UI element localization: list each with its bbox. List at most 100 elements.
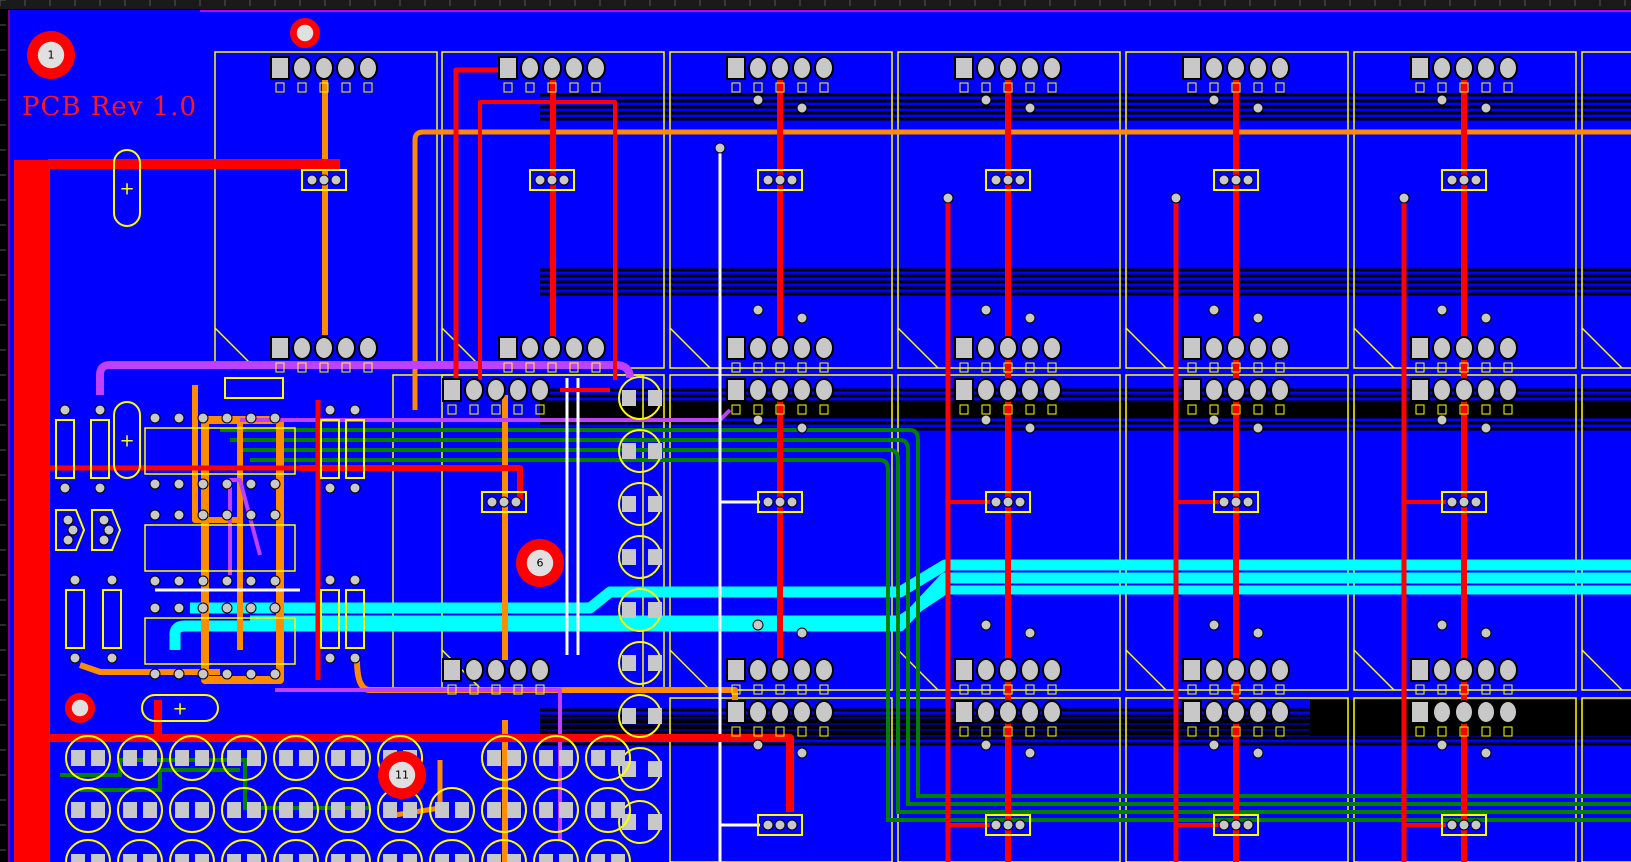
pad[interactable]: [591, 750, 605, 766]
pad[interactable]: [1498, 658, 1518, 682]
via[interactable]: [62, 534, 74, 546]
via[interactable]: [221, 412, 233, 424]
pad[interactable]: [1218, 174, 1230, 186]
pad[interactable]: [487, 854, 501, 862]
red-traces[interactable]: [14, 67, 1467, 862]
pad[interactable]: [195, 802, 209, 818]
pad[interactable]: [1270, 56, 1290, 80]
pad[interactable]: [726, 700, 746, 724]
pad[interactable]: [1248, 700, 1268, 724]
pad[interactable]: [1218, 819, 1230, 831]
via[interactable]: [173, 412, 185, 424]
via[interactable]: [62, 514, 74, 526]
via[interactable]: [1252, 627, 1264, 639]
pad[interactable]: [1270, 336, 1290, 360]
pad[interactable]: [247, 802, 261, 818]
pad[interactable]: [1002, 819, 1014, 831]
pad[interactable]: [227, 750, 241, 766]
via[interactable]: [197, 668, 209, 680]
pad[interactable]: [954, 378, 974, 402]
pad[interactable]: [487, 750, 501, 766]
pad[interactable]: [498, 56, 518, 80]
pad[interactable]: [770, 700, 790, 724]
pad[interactable]: [318, 174, 330, 186]
via[interactable]: [197, 575, 209, 587]
via[interactable]: [1436, 619, 1448, 631]
pad[interactable]: [814, 56, 834, 80]
pad[interactable]: [1242, 819, 1254, 831]
pad[interactable]: [195, 750, 209, 766]
pad[interactable]: [403, 854, 417, 862]
via[interactable]: [1024, 747, 1036, 759]
via[interactable]: [1436, 739, 1448, 751]
pad[interactable]: [530, 658, 550, 682]
via[interactable]: [1480, 747, 1492, 759]
via[interactable]: [197, 509, 209, 521]
pad[interactable]: [1476, 658, 1496, 682]
pad[interactable]: [1020, 658, 1040, 682]
pad[interactable]: [726, 378, 746, 402]
via[interactable]: [752, 304, 764, 316]
via[interactable]: [221, 602, 233, 614]
via[interactable]: [1208, 739, 1220, 751]
pad[interactable]: [770, 56, 790, 80]
via[interactable]: [245, 478, 257, 490]
via[interactable]: [245, 602, 257, 614]
via[interactable]: [149, 509, 161, 521]
pad[interactable]: [91, 854, 105, 862]
via[interactable]: [942, 192, 954, 204]
pad[interactable]: [1454, 378, 1474, 402]
pad[interactable]: [622, 814, 636, 830]
pad[interactable]: [539, 802, 553, 818]
via[interactable]: [98, 514, 110, 526]
pad[interactable]: [1020, 700, 1040, 724]
pad[interactable]: [351, 854, 365, 862]
pad[interactable]: [1248, 378, 1268, 402]
pad[interactable]: [1270, 378, 1290, 402]
pad[interactable]: [143, 802, 157, 818]
via[interactable]: [752, 414, 764, 426]
pad[interactable]: [542, 56, 562, 80]
pad[interactable]: [586, 56, 606, 80]
pad[interactable]: [1204, 658, 1224, 682]
pad[interactable]: [622, 549, 636, 565]
pad[interactable]: [1204, 378, 1224, 402]
pad[interactable]: [1182, 658, 1202, 682]
pad[interactable]: [748, 700, 768, 724]
pad[interactable]: [508, 378, 528, 402]
pad[interactable]: [611, 750, 625, 766]
via[interactable]: [245, 575, 257, 587]
pad[interactable]: [539, 750, 553, 766]
pad[interactable]: [1248, 336, 1268, 360]
pad[interactable]: [227, 854, 241, 862]
pad[interactable]: [774, 174, 786, 186]
pad[interactable]: [1002, 174, 1014, 186]
via[interactable]: [1024, 312, 1036, 324]
via[interactable]: [1208, 414, 1220, 426]
pad[interactable]: [558, 174, 570, 186]
pad[interactable]: [299, 854, 313, 862]
via[interactable]: [1480, 102, 1492, 114]
pad[interactable]: [998, 700, 1018, 724]
pad[interactable]: [1226, 658, 1246, 682]
pad[interactable]: [990, 496, 1002, 508]
pad[interactable]: [1042, 56, 1062, 80]
pad[interactable]: [1042, 700, 1062, 724]
pad[interactable]: [1204, 700, 1224, 724]
via[interactable]: [1208, 94, 1220, 106]
pad[interactable]: [175, 802, 189, 818]
pad[interactable]: [1454, 700, 1474, 724]
pad[interactable]: [559, 750, 573, 766]
via[interactable]: [173, 478, 185, 490]
pad[interactable]: [91, 750, 105, 766]
via[interactable]: [1436, 304, 1448, 316]
via[interactable]: [752, 94, 764, 106]
via[interactable]: [149, 602, 161, 614]
via[interactable]: [1480, 422, 1492, 434]
pad[interactable]: [648, 761, 662, 777]
via[interactable]: [980, 739, 992, 751]
via[interactable]: [1208, 619, 1220, 631]
pad[interactable]: [748, 378, 768, 402]
pad[interactable]: [510, 496, 522, 508]
pad[interactable]: [227, 802, 241, 818]
